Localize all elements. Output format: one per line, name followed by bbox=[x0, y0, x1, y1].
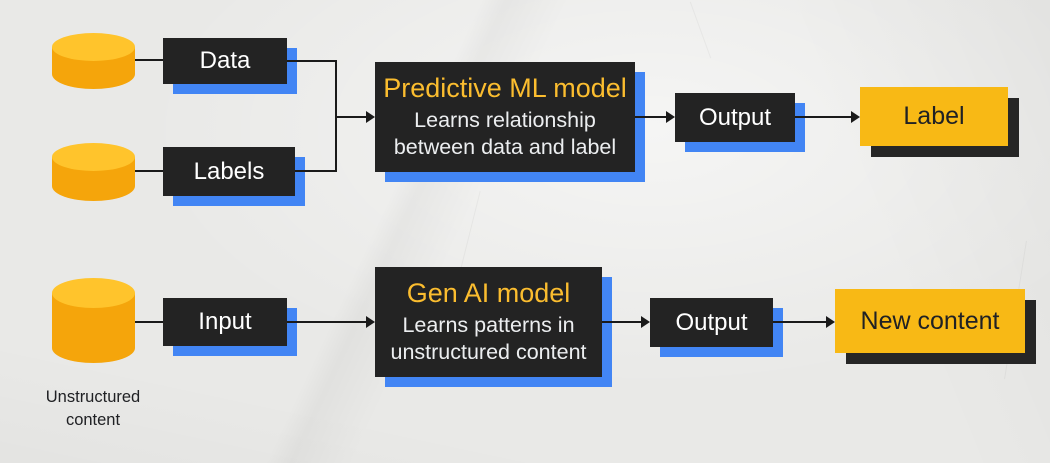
database-cylinder-top bbox=[52, 143, 135, 171]
labels-box: Labels bbox=[163, 147, 295, 196]
gen-ai-model-description: Learns patterns in unstructured content bbox=[390, 312, 587, 364]
connector-line bbox=[635, 116, 666, 118]
database-icon bbox=[52, 278, 135, 363]
labels-box-label: Labels bbox=[193, 157, 265, 185]
arrowhead-icon bbox=[851, 111, 860, 123]
predictive-ml-model-description: Learns relationship between data and lab… bbox=[393, 107, 617, 159]
connector-line bbox=[602, 321, 641, 323]
paper-crease bbox=[460, 191, 481, 269]
arrowhead-icon bbox=[366, 111, 375, 123]
output-box-row1: Output bbox=[675, 93, 795, 142]
gen-ai-model-title: Gen AI model bbox=[406, 277, 571, 308]
new-content-result-box: New content bbox=[835, 289, 1025, 353]
data-box: Data bbox=[163, 38, 287, 84]
connector-line bbox=[773, 321, 826, 323]
connector-line bbox=[287, 321, 366, 323]
connector-line bbox=[135, 170, 163, 172]
new-content-result-box-label: New content bbox=[860, 306, 1000, 335]
connector-line bbox=[135, 321, 163, 323]
label-result-box: Label bbox=[860, 87, 1008, 146]
paper-crease bbox=[689, 1, 712, 59]
database-cylinder-top bbox=[52, 33, 135, 61]
arrowhead-icon bbox=[641, 316, 650, 328]
unstructured-content-caption: Unstructured content bbox=[45, 388, 141, 430]
output-box-row2: Output bbox=[650, 298, 773, 347]
database-icon bbox=[52, 33, 135, 89]
database-cylinder-top bbox=[52, 278, 135, 308]
connector-line bbox=[287, 60, 337, 62]
connector-line bbox=[795, 116, 851, 118]
arrowhead-icon bbox=[366, 316, 375, 328]
input-box: Input bbox=[163, 298, 287, 346]
connector-line bbox=[335, 116, 366, 118]
gen-ai-model-box: Gen AI model Learns patterns in unstruct… bbox=[375, 267, 602, 377]
output-box-row2-label: Output bbox=[675, 308, 748, 336]
predictive-ml-model-title: Predictive ML model bbox=[383, 72, 627, 103]
database-icon bbox=[52, 143, 135, 201]
predictive-ml-model-box: Predictive ML model Learns relationship … bbox=[375, 62, 635, 172]
arrowhead-icon bbox=[666, 111, 675, 123]
output-box-row1-label: Output bbox=[698, 103, 772, 131]
label-result-box-label: Label bbox=[903, 102, 965, 130]
connector-line bbox=[135, 59, 163, 61]
arrowhead-icon bbox=[826, 316, 835, 328]
input-box-label: Input bbox=[198, 308, 252, 335]
data-box-label: Data bbox=[199, 47, 251, 74]
connector-line bbox=[295, 170, 337, 172]
